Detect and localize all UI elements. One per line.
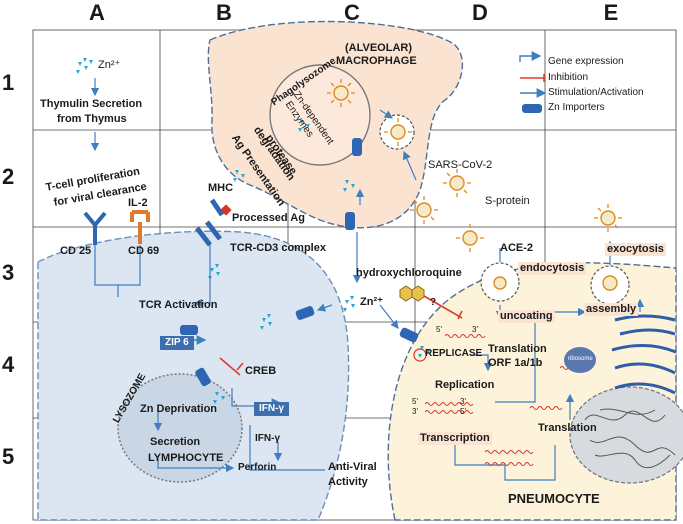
- ace2-label: ACE-2: [500, 242, 534, 254]
- translation-orf-line1: Translation: [488, 343, 547, 355]
- cd25-receptor: [83, 211, 107, 245]
- exocytosis-label: exocytosis: [605, 243, 666, 256]
- three-prime-label-a: 3': [472, 325, 478, 334]
- column-header-b: B: [216, 0, 232, 25]
- zn-ion-clusters: [76, 58, 430, 404]
- endocytosis-label: endocytosis: [518, 262, 587, 275]
- replication-label: Replication: [435, 379, 495, 391]
- legend-inhibition: Inhibition: [548, 72, 589, 83]
- ifn-gamma-gene-box: IFN-γ: [254, 402, 289, 416]
- pneumocyte-nucleus: [569, 386, 683, 484]
- pneumocyte-label: PNEUMOCYTE: [508, 491, 600, 506]
- tcr-receptor: [195, 220, 222, 247]
- processed-ag-marker: [220, 204, 232, 216]
- cd69-receptor: [130, 210, 150, 244]
- row-header-4: 4: [2, 352, 15, 377]
- lymphocyte-label: LYMPHOCYTE: [148, 452, 224, 464]
- ribosome: [564, 347, 596, 373]
- tcr-cd3-label: TCR-CD3 complex: [230, 242, 326, 254]
- zip6-label: ZIP 6: [160, 336, 194, 350]
- row-header-5: 5: [2, 444, 15, 469]
- zn-importers: [180, 138, 419, 387]
- legend-zn-importers: Zn Importers: [548, 102, 605, 113]
- sprotein-label: S-protein: [485, 195, 530, 207]
- row-header-2: 2: [2, 164, 15, 189]
- transcription-label: Transcription: [418, 432, 492, 445]
- virus-particles: [333, 85, 618, 291]
- creb-label: CREB: [245, 365, 277, 377]
- assembly-label: assembly: [584, 303, 639, 316]
- row-header-3: 3: [2, 260, 15, 285]
- question-mark: ?: [430, 297, 437, 308]
- five-prime-label-b: 5': [412, 397, 418, 406]
- thymulin-label-line2: from Thymus: [57, 113, 127, 125]
- macrophage-label-line2: MACROPHAGE: [336, 55, 417, 67]
- sarscov2-label: SARS-CoV-2: [428, 159, 493, 171]
- perforin-label: Perforin: [238, 462, 277, 473]
- stimulation-arrows: [90, 78, 645, 481]
- column-header-c: C: [344, 0, 360, 25]
- legend-symbols: [520, 88, 547, 113]
- zn-deprivation-label: Zn Deprivation: [140, 403, 218, 415]
- column-header-d: D: [472, 0, 488, 25]
- thymulin-label-line1: Thymulin Secretion: [40, 98, 143, 110]
- column-header-a: A: [89, 0, 105, 25]
- cd69-label: CD 69: [128, 245, 160, 257]
- translation-label: Translation: [538, 422, 597, 434]
- translation-orf-line2: ORF 1a/1b: [488, 357, 543, 369]
- replicase-blob: [413, 348, 427, 362]
- legend-gene-expression: Gene expression: [548, 56, 624, 67]
- column-header-e: E: [603, 0, 619, 25]
- cd25-label: CD 25: [60, 245, 92, 257]
- chromatin: [584, 408, 676, 469]
- uncoating-label: uncoating: [498, 310, 555, 323]
- zn-ion-label-mid: Zn²⁺: [360, 296, 383, 308]
- lysozome-organelle: [117, 373, 243, 483]
- three-prime-label-b: 3': [460, 397, 466, 406]
- processed-ag-label: Processed Ag: [232, 212, 305, 224]
- secretion-label: Secretion: [150, 436, 201, 448]
- tcr-activation-label: TCR Activation: [139, 299, 218, 311]
- macrophage-label-line1: (ALVEOLAR): [345, 42, 413, 54]
- zn-ion-label-top: Zn²⁺: [98, 59, 121, 71]
- mhc-receptor: [209, 198, 225, 217]
- virus-spikes: [327, 79, 622, 252]
- legend-stimulation: Stimulation/Activation: [548, 87, 644, 98]
- ifn-gamma-label: IFN-γ: [255, 433, 280, 444]
- five-prime-label-c: 5': [460, 407, 466, 416]
- il2-label: IL-2: [128, 197, 148, 209]
- row-header-1: 1: [2, 70, 15, 95]
- antiviral-label-line1: Anti-Viral: [328, 461, 377, 473]
- antiviral-label-line2: Activity: [328, 476, 368, 488]
- inhibition-lines: [219, 74, 545, 376]
- five-prime-label-a: 5': [436, 325, 442, 334]
- three-prime-label-c: 3': [412, 407, 418, 416]
- hydroxychloroquine-molecule: [399, 285, 425, 302]
- replicase-label: REPLICASE: [425, 348, 483, 359]
- ribosome-label: ribosome: [568, 356, 593, 362]
- hydroxychloroquine-label: hydroxychloroquine: [356, 267, 462, 279]
- mhc-label: MHC: [208, 182, 234, 194]
- golgi-lines: [611, 314, 677, 395]
